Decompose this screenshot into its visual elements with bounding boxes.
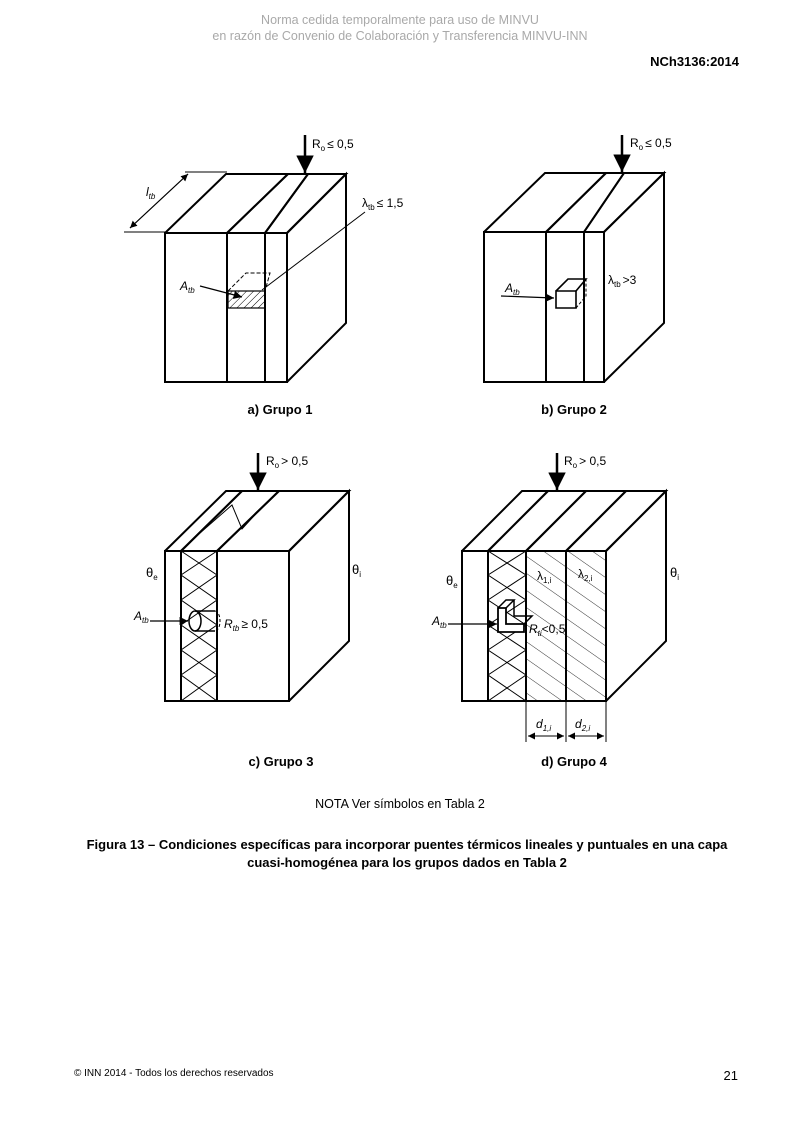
panel-c-theta-i: θ — [352, 562, 359, 577]
panel-a-l-symbol: l — [146, 185, 149, 199]
panel-d-rt-cond: <0,5 — [542, 622, 566, 636]
panel-c-r-cond: > 0,5 — [281, 454, 308, 468]
footer-copyright: © INN 2014 - Todos los derechos reservad… — [74, 1068, 274, 1079]
svg-text:d1,i: d1,i — [536, 717, 551, 733]
panel-d-r-cond: > 0,5 — [579, 454, 606, 468]
panel-c-group-3 — [150, 453, 352, 702]
panel-c-theta-e: θ — [146, 565, 153, 580]
panel-b-a-symbol: A — [504, 281, 513, 295]
svg-text:λ2,i: λ2,i — [578, 567, 593, 583]
panel-c-theta-e-sub: e — [153, 573, 158, 582]
panel-d-theta-e: θ — [446, 573, 453, 588]
panel-c-label: c) Grupo 3 — [248, 754, 313, 769]
panel-d-labels: Ro> 0,5 θe θi λ1,i λ2,i Atb Rti<0,5 d1,i… — [431, 454, 679, 769]
panel-b-a-sub: tb — [513, 288, 520, 297]
panel-b-lambda-cond: >3 — [623, 273, 637, 287]
panel-b-group-2 — [483, 135, 667, 383]
panel-a-r-symbol: R — [312, 137, 321, 151]
svg-text:Atb: Atb — [179, 279, 195, 295]
svg-text:λtb>3: λtb>3 — [608, 273, 637, 289]
svg-text:d2,i: d2,i — [575, 717, 590, 733]
svg-text:Ro> 0,5: Ro> 0,5 — [266, 454, 308, 470]
panel-a-r-sub: o — [321, 144, 326, 153]
panel-b-r-cond: ≤ 0,5 — [645, 136, 672, 150]
svg-text:Ro≤ 0,5: Ro≤ 0,5 — [630, 136, 672, 152]
panel-b-label: b) Grupo 2 — [541, 402, 607, 417]
panel-d-lambda1-sub: 1,i — [543, 576, 552, 585]
svg-text:Atb: Atb — [504, 281, 520, 297]
panel-d-rt-sub: ti — [538, 629, 542, 638]
panel-d-d2-sub: 2,i — [581, 724, 591, 733]
panel-c-rtb-sub: tb — [233, 624, 240, 633]
panel-d-d2: d — [575, 717, 582, 731]
panel-b-r-symbol: R — [630, 136, 639, 150]
figure-13-diagram: Ro≤ 0,5 ltb λtb≤ 1,5 Atb a) Grupo 1 Ro≤ … — [124, 135, 679, 769]
figure-caption: Figura 13 – Condiciones específicas para… — [86, 837, 728, 870]
panel-b-lambda-sub: tb — [614, 280, 621, 289]
panel-d-a-sub: tb — [440, 621, 447, 630]
svg-text:θe: θe — [446, 573, 458, 590]
panel-d-lambda2-sub: 2,i — [584, 574, 593, 583]
panel-a-r-cond: ≤ 0,5 — [327, 137, 354, 151]
panel-a-a-sub: tb — [188, 286, 195, 295]
panel-c-r-symbol: R — [266, 454, 275, 468]
panel-c-theta-i-sub: i — [359, 570, 361, 579]
panel-d-d1: d — [536, 717, 543, 731]
svg-text:Ro> 0,5: Ro> 0,5 — [564, 454, 606, 470]
svg-text:θi: θi — [670, 565, 679, 582]
svg-text:ltb: ltb — [146, 185, 156, 201]
panel-a-a-symbol: A — [179, 279, 188, 293]
panel-c-rtb-cond: ≥ 0,5 — [241, 617, 268, 631]
panel-a-label: a) Grupo 1 — [247, 402, 312, 417]
panel-b-lambda: λ — [608, 273, 614, 287]
svg-text:Rti<0,5: Rti<0,5 — [529, 622, 566, 638]
panel-c-r-sub: o — [275, 461, 280, 470]
svg-text:Atb: Atb — [133, 609, 149, 625]
watermark-line-2: en razón de Convenio de Colaboración y T… — [212, 29, 588, 43]
panel-d-label: d) Grupo 4 — [541, 754, 607, 769]
svg-text:θi: θi — [352, 562, 361, 579]
panel-d-a-symbol: A — [431, 614, 440, 628]
panel-d-r-sub: o — [573, 461, 578, 470]
svg-text:θe: θe — [146, 565, 158, 582]
panel-d-lambda2: λ — [578, 567, 584, 581]
panel-d-rt-symbol: R — [529, 622, 538, 636]
standard-code: NCh3136:2014 — [650, 54, 739, 69]
panel-b-labels: Ro≤ 0,5 λtb>3 Atb b) Grupo 2 — [504, 136, 672, 417]
svg-text:Ro≤ 0,5: Ro≤ 0,5 — [312, 137, 354, 153]
watermark-line-1: Norma cedida temporalmente para uso de M… — [261, 13, 539, 27]
svg-text:λtb≤ 1,5: λtb≤ 1,5 — [362, 196, 404, 212]
panel-a-lambda-sub: tb — [368, 203, 375, 212]
panel-b-r-sub: o — [639, 143, 644, 152]
panel-a-l-sub: tb — [149, 192, 156, 201]
panel-d-group-4 — [448, 453, 669, 742]
panel-c-a-symbol: A — [133, 609, 142, 623]
panel-d-theta-i-sub: i — [677, 573, 679, 582]
panel-a-lambda-cond: ≤ 1,5 — [377, 196, 404, 210]
panel-c-labels: Ro> 0,5 θe θi Atb Rtb≥ 0,5 c) Grupo 3 — [133, 454, 361, 769]
svg-text:λ1,i: λ1,i — [537, 569, 552, 585]
panel-d-d1-sub: 1,i — [543, 724, 552, 733]
panel-c-a-sub: tb — [142, 616, 149, 625]
panel-d-theta-i: θ — [670, 565, 677, 580]
svg-text:Rtb≥ 0,5: Rtb≥ 0,5 — [224, 617, 268, 633]
panel-a-labels: Ro≤ 0,5 ltb λtb≤ 1,5 Atb a) Grupo 1 — [146, 137, 404, 417]
panel-a-lambda: λ — [362, 196, 368, 210]
figure-note: NOTA Ver símbolos en Tabla 2 — [315, 797, 485, 811]
panel-d-lambda1: λ — [537, 569, 543, 583]
page-number: 21 — [723, 1068, 738, 1083]
panel-c-rtb-symbol: R — [224, 617, 233, 631]
svg-text:Atb: Atb — [431, 614, 447, 630]
panel-d-theta-e-sub: e — [453, 581, 458, 590]
panel-a-group-1 — [124, 135, 366, 383]
panel-d-r-symbol: R — [564, 454, 573, 468]
